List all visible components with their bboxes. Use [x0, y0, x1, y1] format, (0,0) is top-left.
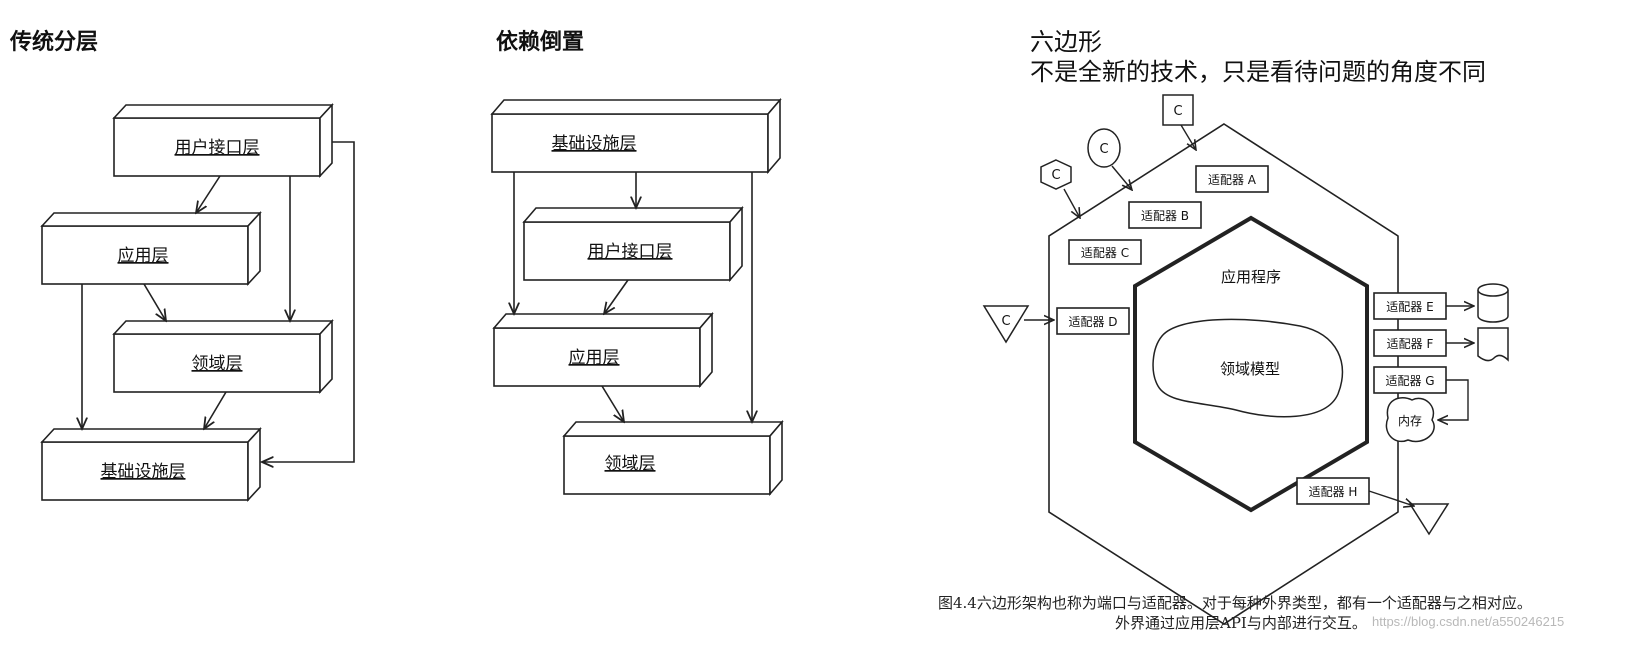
dip-ui-layer-box	[522, 205, 744, 283]
arrow-client-square-in	[1180, 124, 1196, 150]
client-circle-icon	[1087, 128, 1121, 168]
database-icon	[1477, 283, 1509, 323]
arrow-app-to-domain	[143, 283, 166, 321]
trad-app-layer-box	[40, 210, 262, 287]
adapter-a-label: 适配器 A	[1208, 173, 1257, 187]
arrow-to-output-triangle	[1368, 490, 1414, 506]
adapter-d-label: 适配器 D	[1068, 315, 1117, 329]
figure-caption-line1: 图4.4六边形架构也称为端口与适配器。对于每种外界类型，都有一个适配器与之相对应…	[938, 594, 1532, 612]
dependency-inversion-diagram	[490, 97, 784, 497]
heading-hexagon: 六边形	[1030, 28, 1102, 56]
trad-app-layer-label: 应用层	[118, 246, 169, 266]
adapter-f-label: 适配器 F	[1387, 337, 1434, 351]
dip-app-layer-box	[492, 311, 714, 389]
memory-label: 内存	[1398, 414, 1422, 428]
dip-domain-layer-box	[562, 419, 784, 497]
arrow-client-hexagon-in	[1063, 188, 1080, 218]
domain-model-label: 领域模型	[1220, 360, 1280, 378]
client-triangle-label: C	[1001, 314, 1010, 329]
trad-infra-layer-box	[40, 426, 262, 503]
client-hexagon-icon	[1040, 159, 1072, 190]
document-icon	[1477, 327, 1509, 362]
arrow-ui-to-app	[196, 175, 221, 213]
adapter-b-box	[1128, 201, 1202, 229]
arrow-ui-to-app-dip	[604, 279, 629, 314]
adapter-d-box	[1056, 307, 1130, 335]
client-triangle-icon	[982, 305, 1030, 344]
dip-ui-layer-label: 用户接口层	[588, 242, 673, 262]
adapter-c-box	[1068, 239, 1142, 265]
adapter-a-box	[1195, 165, 1269, 193]
dip-infra-layer-box	[490, 97, 782, 175]
client-square-label: C	[1173, 104, 1182, 119]
hexagonal-architecture-diagram	[982, 94, 1509, 625]
application-label: 应用程序	[1221, 268, 1281, 286]
client-circle-label: C	[1099, 142, 1108, 157]
adapter-g-box	[1373, 366, 1447, 394]
trad-domain-layer-box	[112, 318, 334, 395]
output-triangle-icon	[1408, 503, 1450, 536]
trad-infra-layer-label: 基础设施层	[101, 462, 186, 482]
memory-blob	[1385, 397, 1435, 443]
figure-caption-line2: 外界通过应用层API与内部进行交互。	[1115, 614, 1367, 632]
client-square-icon	[1162, 94, 1194, 126]
dip-infra-layer-label: 基础设施层	[552, 134, 637, 154]
arrow-to-memory	[1438, 379, 1469, 420]
arrow-client-circle-in	[1111, 165, 1132, 190]
arrow-ui-to-infra	[262, 141, 355, 462]
traditional-layers-diagram	[40, 102, 355, 503]
trad-ui-layer-label: 用户接口层	[175, 138, 260, 158]
trad-ui-layer-box	[112, 102, 334, 179]
adapter-g-label: 适配器 G	[1385, 374, 1434, 388]
adapter-h-label: 适配器 H	[1309, 485, 1358, 499]
dip-app-layer-label: 应用层	[569, 348, 620, 368]
trad-domain-layer-label: 领域层	[192, 354, 243, 374]
arrow-app-to-domain-dip	[601, 385, 624, 422]
domain-model-blob	[1152, 318, 1344, 418]
client-hexagon-label: C	[1051, 168, 1060, 183]
adapter-h-box	[1296, 477, 1370, 505]
heading-dependency-inversion: 依赖倒置	[496, 30, 585, 55]
adapter-c-label: 适配器 C	[1081, 246, 1129, 260]
watermark-text: https://blog.csdn.net/a550246215	[1372, 614, 1565, 629]
dip-domain-layer-label: 领域层	[605, 454, 656, 474]
adapter-b-label: 适配器 B	[1141, 209, 1189, 223]
heading-hexagon-subtitle: 不是全新的技术，只是看待问题的角度不同	[1030, 58, 1486, 86]
heading-traditional-layers: 传统分层	[10, 30, 99, 55]
adapter-f-box	[1373, 329, 1447, 357]
arrow-domain-to-infra	[204, 391, 227, 429]
adapter-e-label: 适配器 E	[1386, 300, 1433, 314]
